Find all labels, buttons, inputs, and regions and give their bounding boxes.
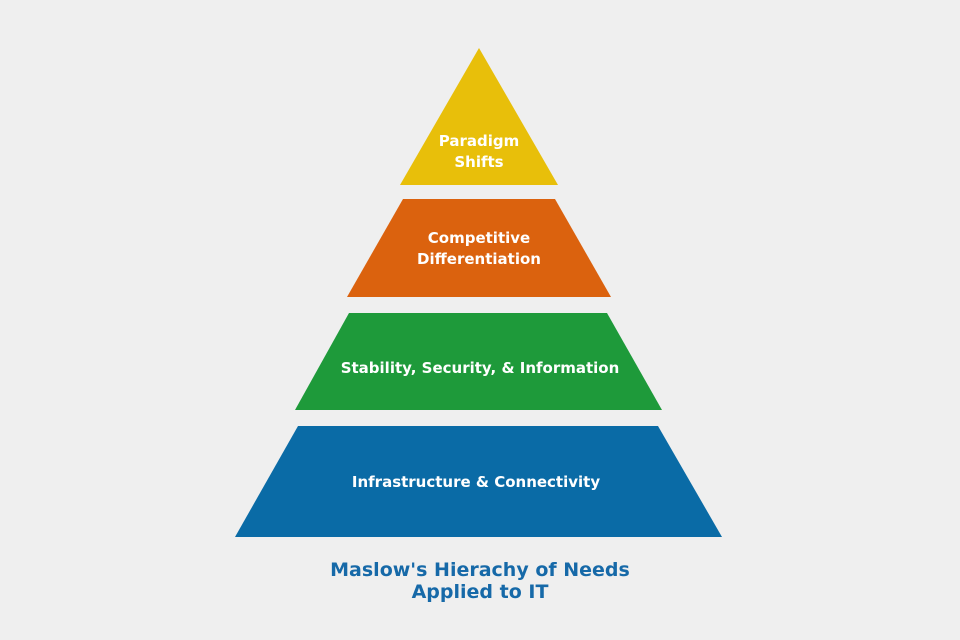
label-line: Competitive [427, 229, 531, 247]
label-line: Paradigm [438, 132, 520, 150]
level-label-competitive-differentiation: Competitive Differentiation [417, 228, 541, 270]
diagram-title: Maslow's Hierachy of Needs Applied to IT [330, 559, 630, 603]
pyramid-level-stability-security-information [295, 313, 662, 410]
level-label-infrastructure: Infrastructure & Connectivity [351, 473, 601, 491]
pyramid-level-competitive-differentiation [347, 199, 611, 297]
label-line: Shifts [454, 153, 504, 171]
label-line: Differentiation [417, 250, 541, 268]
pyramid-level-paradigm-shifts [400, 48, 558, 185]
title-line-1: Maslow's Hierachy of Needs [330, 559, 630, 581]
level-label-stability: Stability, Security, & Information [340, 359, 620, 377]
pyramid-level-infrastructure-connectivity [235, 426, 722, 537]
level-label-paradigm-shifts: Paradigm Shifts [439, 131, 519, 173]
title-line-2: Applied to IT [411, 581, 549, 603]
